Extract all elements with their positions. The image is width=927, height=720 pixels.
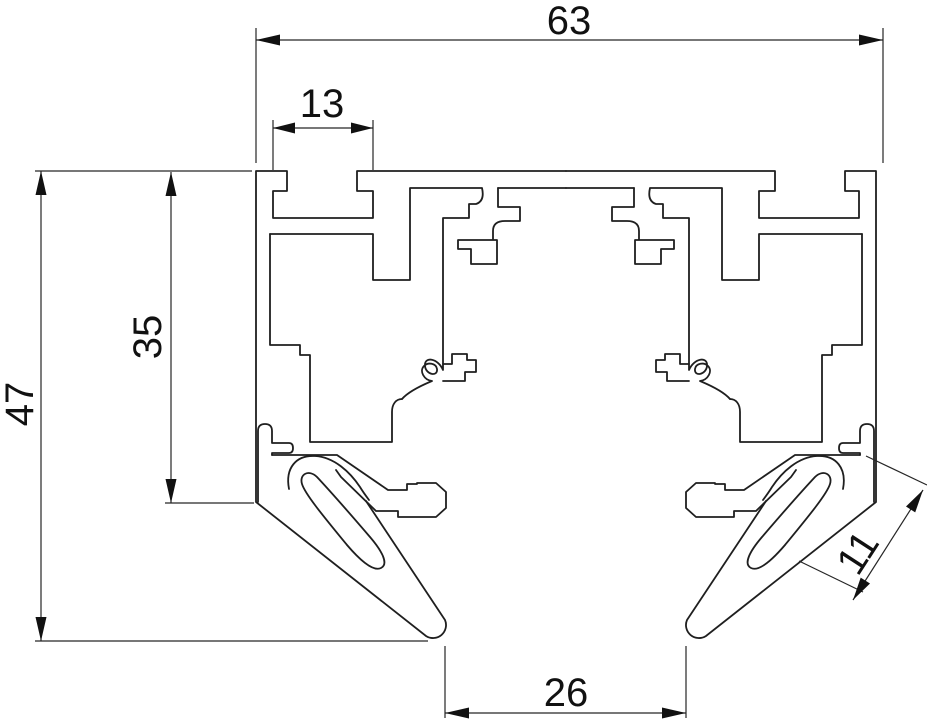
dimension-bottom-opening: 26 [444, 646, 687, 719]
profile-inner-wall [269, 233, 403, 443]
profile-lower-hook [442, 353, 477, 382]
arrowhead-lower [853, 577, 870, 600]
arrowhead-left [256, 34, 280, 46]
arrowhead-top [35, 171, 47, 195]
dimension-overall-height-label: 47 [0, 382, 42, 427]
profile-right-half [565, 170, 877, 639]
dimension-overall-width-label: 63 [547, 0, 592, 43]
dimension-slot-width: 13 [272, 82, 374, 170]
profile-spring-teardrop [300, 472, 386, 570]
profile-left-half [255, 170, 567, 639]
extension-line [255, 28, 884, 163]
arrowhead-right [662, 707, 686, 719]
extension-line [444, 646, 687, 718]
extension-line [35, 170, 428, 642]
dimension-overall-height: 47 [0, 170, 428, 642]
profile-outline [255, 170, 567, 639]
profile-center-hook [457, 187, 521, 265]
arrowhead-left [445, 707, 469, 719]
arrowhead-right [859, 34, 883, 46]
dimension-slot-width-label: 13 [300, 82, 345, 126]
dimension-wing-width: 11 [798, 455, 927, 601]
profile-wing-arm [271, 454, 447, 518]
profile-chamber [269, 187, 484, 400]
extension-line [798, 455, 927, 593]
arrowhead-right [351, 122, 373, 134]
profile-wall-tongue [257, 423, 294, 503]
dimension-side-height-label: 35 [126, 315, 170, 360]
arrowhead-bottom [165, 479, 177, 503]
arrowhead-bottom [35, 617, 47, 641]
profile-spring-curl [287, 455, 370, 501]
dimension-side-height: 35 [126, 172, 254, 504]
dimension-bottom-opening-label: 26 [544, 671, 589, 715]
arrowhead-top [165, 172, 177, 196]
arrowhead-left [273, 122, 295, 134]
dimension-overall-width: 63 [255, 0, 884, 163]
arrowhead-upper [906, 490, 923, 513]
